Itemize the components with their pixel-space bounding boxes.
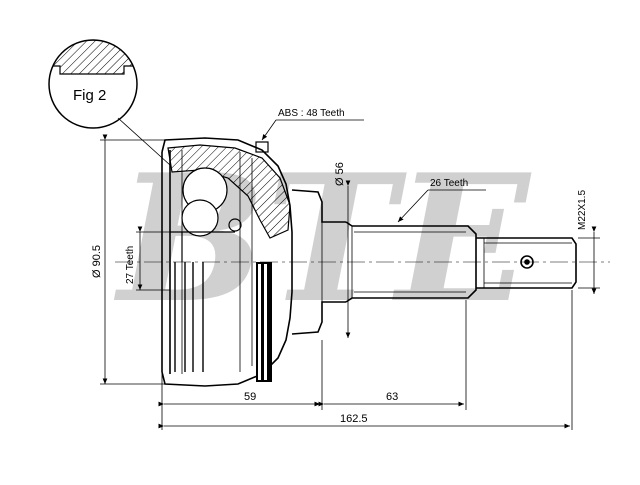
abs-ring — [255, 141, 272, 382]
outer-spline-label: 26 Teeth — [430, 178, 468, 189]
fig2-detail: Fig 2 — [48, 39, 171, 166]
fig-label: Fig 2 — [73, 87, 106, 104]
abs-callout — [261, 119, 364, 141]
length-right-label: 63 — [386, 391, 398, 403]
outer-diameter-label: Ø 90.5 — [91, 245, 103, 278]
spline-shaft — [345, 221, 477, 303]
length-left-label: 59 — [244, 391, 256, 403]
section-cutaway — [167, 144, 291, 262]
shoulder-diameter-label: Ø 56 — [334, 162, 346, 186]
length-total-label: 162.5 — [340, 413, 368, 425]
neck — [291, 189, 346, 335]
dim-lengths — [158, 290, 573, 430]
boot-grooves — [174, 262, 204, 372]
thread-label: M22X1.5 — [577, 190, 588, 230]
inner-spline-label: 27 Teeth — [125, 246, 136, 284]
threaded-end — [476, 237, 577, 289]
dim-thread — [578, 226, 600, 294]
dim-outer-diameter — [100, 134, 170, 385]
abs-teeth-label: ABS : 48 Teeth — [278, 108, 345, 119]
dim-inner-spline — [136, 226, 170, 291]
spline-callout — [397, 189, 486, 223]
